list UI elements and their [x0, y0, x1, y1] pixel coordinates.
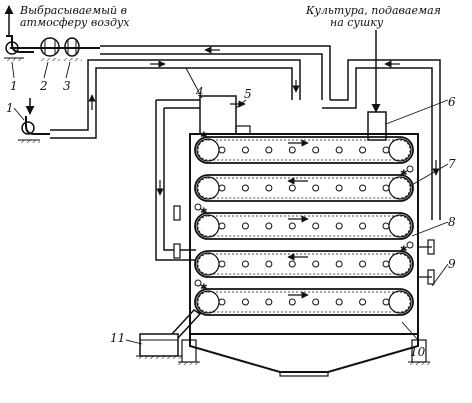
exhaust-air-label: Выбрасываемый в атмосферу воздух [19, 4, 130, 29]
callout-5: 5 [244, 87, 252, 101]
roller [335, 298, 343, 306]
roller [382, 222, 390, 230]
belt-5 [194, 288, 414, 316]
belt-4 [194, 250, 414, 278]
roller [265, 260, 273, 268]
heater-3 [62, 37, 82, 61]
roller [335, 146, 343, 154]
callout-10: 10 [410, 345, 426, 359]
exhaust-label-line1: Выбрасываемый в [19, 4, 127, 17]
roller [312, 298, 320, 306]
callout-2: 2 [39, 79, 48, 93]
culture-label-line2: на сушку [330, 16, 384, 29]
air-duct-system [50, 45, 441, 261]
roller [335, 260, 343, 268]
drum-left-4 [196, 252, 220, 276]
drum-left-2 [196, 176, 220, 200]
drum-left-5 [196, 290, 220, 314]
transfer-roller [194, 203, 202, 211]
roller [382, 260, 390, 268]
roller [265, 298, 273, 306]
callout-numbers: 1 2 3 1 4 5 6 7 8 9 10 11 [6, 79, 456, 359]
callout-9: 9 [448, 257, 456, 271]
electric-motor-2 [40, 37, 60, 61]
roller [265, 222, 273, 230]
callout-8: 8 [448, 215, 456, 229]
roller [218, 184, 226, 192]
duct-flanges [173, 205, 435, 285]
callout-1-inlet: 1 [6, 101, 14, 115]
inlet-fan [18, 116, 50, 143]
callout-3: 3 [63, 79, 71, 93]
drum-left-1 [196, 138, 220, 162]
belt-3 [194, 212, 414, 240]
roller [288, 184, 296, 192]
roller [265, 146, 273, 154]
roller [359, 146, 367, 154]
drum-left-3 [196, 214, 220, 238]
roller [312, 260, 320, 268]
roller [288, 146, 296, 154]
sprocket-icon: ✱ [200, 207, 208, 217]
roller [241, 146, 249, 154]
roller [241, 184, 249, 192]
air-distributor-5 [199, 95, 237, 135]
roller [382, 146, 390, 154]
product-collector-11 [136, 309, 202, 359]
roller [288, 260, 296, 268]
callout-leaders [11, 61, 449, 345]
belt-inner-4 [197, 253, 411, 275]
roller [218, 298, 226, 306]
transfer-roller [194, 279, 202, 287]
roller [288, 298, 296, 306]
roller [312, 146, 320, 154]
roller [218, 146, 226, 154]
roller [382, 184, 390, 192]
roller [265, 184, 273, 192]
drum-right-5 [388, 290, 412, 314]
callout-6: 6 [448, 95, 456, 109]
sprocket-icon: ✱ [400, 245, 408, 255]
drum-right-3 [388, 214, 412, 238]
roller [335, 222, 343, 230]
callout-11: 11 [110, 331, 125, 345]
drum-right-1 [388, 138, 412, 162]
roller [359, 184, 367, 192]
duct-flow-arrows [88, 46, 440, 196]
sprocket-icon: ✱ [400, 169, 408, 179]
roller [359, 222, 367, 230]
roller [241, 260, 249, 268]
roller [359, 298, 367, 306]
belt-1 [194, 136, 414, 164]
roller [359, 260, 367, 268]
belt-inner-2 [197, 177, 411, 199]
roller [312, 184, 320, 192]
culture-feed-label: Культура, подаваемая на сушку [305, 4, 441, 29]
roller [312, 222, 320, 230]
roller [218, 260, 226, 268]
drum-right-2 [388, 176, 412, 200]
feed-hopper-6 [367, 111, 387, 141]
transfer-roller [406, 241, 414, 249]
callout-7: 7 [448, 157, 456, 171]
roller [241, 298, 249, 306]
callout-1-top: 1 [10, 79, 18, 93]
roller [382, 298, 390, 306]
roller [241, 222, 249, 230]
sprocket-icon: ✱ [200, 131, 208, 141]
sprocket-icon: ✱ [200, 283, 208, 293]
exhaust-label-line2: атмосферу воздух [20, 16, 130, 29]
conveyor-belts: ✱ ✱ ✱ ✱ ✱ [194, 131, 414, 316]
roller [335, 184, 343, 192]
culture-label-line1: Культура, подаваемая [305, 4, 441, 17]
callout-4: 4 [195, 85, 204, 99]
roller [288, 222, 296, 230]
transfer-roller [406, 165, 414, 173]
roller [218, 222, 226, 230]
drum-right-4 [388, 252, 412, 276]
belt-2 [194, 174, 414, 202]
